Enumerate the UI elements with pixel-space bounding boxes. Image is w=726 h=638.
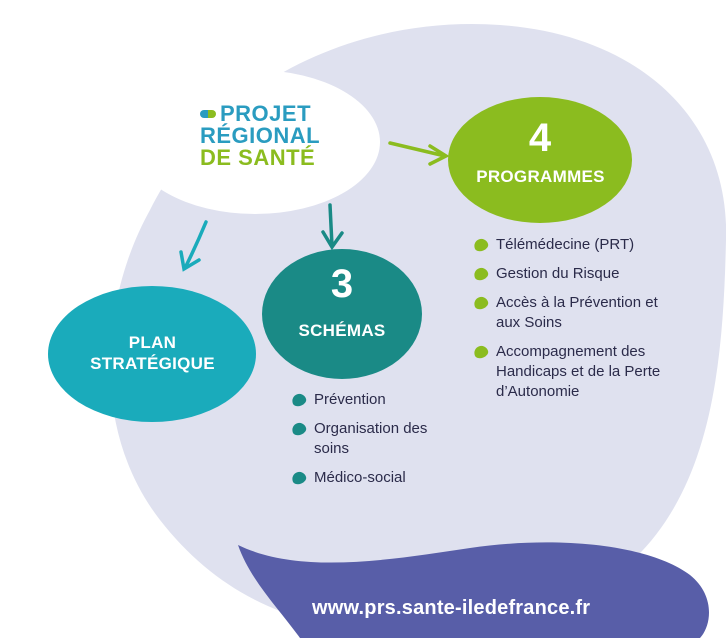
arrow-to-plan (179, 220, 208, 272)
programmes-list: Télémédecine (PRT) Gestion du Risque Acc… (472, 235, 686, 411)
plan-label: PLAN STRATÉGIQUE (60, 332, 245, 374)
schemas-ellipse (262, 249, 422, 379)
leaf-bullet-icon (472, 294, 490, 312)
arrow-to-programmes (388, 141, 450, 166)
logo: PROJET RÉGIONAL DE SANTÉ (200, 103, 370, 169)
plan-ellipse (48, 286, 256, 422)
logo-line-1: PROJET (220, 101, 312, 126)
schemas-title: SCHÉMAS (298, 321, 386, 340)
schemas-number: 3 (330, 262, 354, 306)
programmes-number: 4 (528, 116, 552, 160)
list-item: Gestion du Risque (472, 264, 684, 284)
leaf-bullet-icon (472, 265, 490, 283)
leaf-bullet-icon (472, 236, 490, 254)
programmes-title: PROGRAMMES (476, 167, 605, 186)
logo-dot-icon (200, 110, 216, 118)
plan-line-2: STRATÉGIQUE (90, 354, 215, 373)
leaf-bullet-icon (290, 420, 308, 438)
arrow-to-schemas (321, 203, 344, 251)
list-item: Accès à la Prévention et aux Soins (472, 293, 686, 333)
logo-line-2: RÉGIONAL (200, 123, 321, 148)
list-item: Télémédecine (PRT) (472, 235, 684, 255)
logo-line-3: DE SANTÉ (200, 145, 316, 170)
plan-line-1: PLAN (128, 333, 177, 352)
leaf-bullet-icon (290, 391, 308, 409)
programmes-ellipse (448, 97, 632, 223)
logo-ellipse (130, 70, 380, 214)
list-item: Organisation des soins (290, 419, 429, 459)
leaf-bullet-icon (290, 469, 308, 487)
list-item: Prévention (290, 390, 442, 410)
list-item: Médico-social (290, 468, 442, 488)
leaf-bullet-icon (472, 343, 490, 361)
footer-blob (238, 542, 710, 638)
footer-url-link[interactable]: www.prs.sante-iledefrance.fr (312, 597, 591, 619)
list-item: Accompagnement des Handicaps et de la Pe… (472, 342, 671, 402)
schemas-list: Prévention Organisation des soins Médico… (290, 390, 442, 497)
